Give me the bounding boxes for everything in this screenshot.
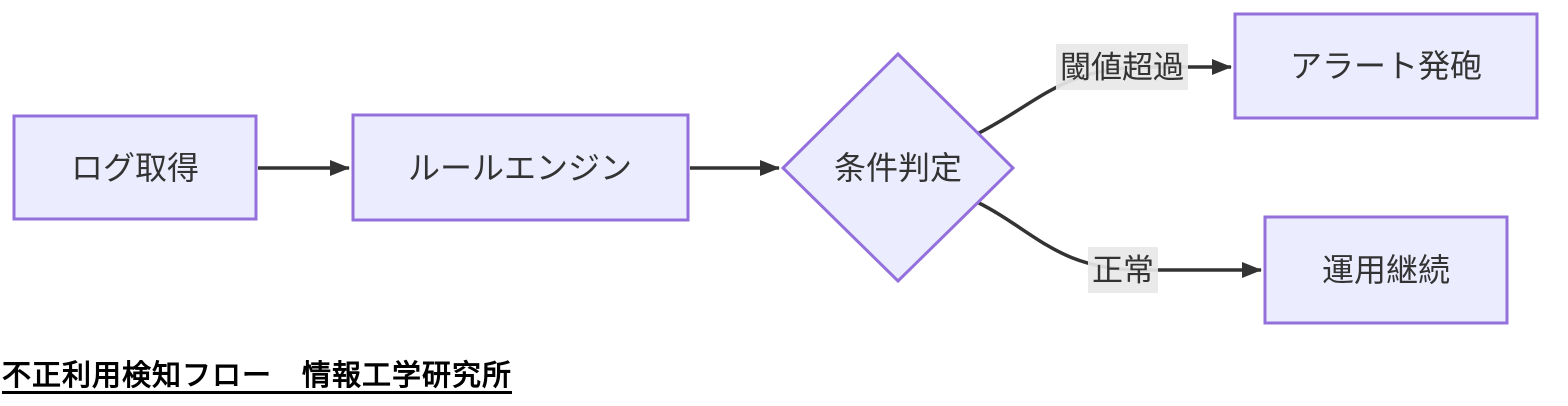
node-log-shape [12, 114, 258, 221]
node-decision-shape [780, 51, 1016, 284]
edge-label-normal: 正常 [1092, 253, 1154, 288]
node-alert-label: アラート発砲 [1290, 48, 1482, 84]
node-continue-label: 運用継続 [1322, 252, 1450, 288]
edge-label-threshold-bg [1056, 44, 1188, 90]
node-decision-label: 条件判定 [834, 150, 962, 186]
node-continue-shape [1263, 215, 1509, 325]
node-alert-shape [1233, 12, 1539, 120]
node-engine-shape [351, 113, 690, 222]
node-engine-label: ルールエンジン [408, 150, 632, 186]
edge-label-normal-bg [1088, 247, 1158, 293]
diagram-caption: 不正利用検知フロー 情報工学研究所 [2, 360, 513, 392]
node-log-label: ログ取得 [71, 150, 199, 186]
edge-label-threshold: 閾値超過 [1060, 50, 1184, 85]
